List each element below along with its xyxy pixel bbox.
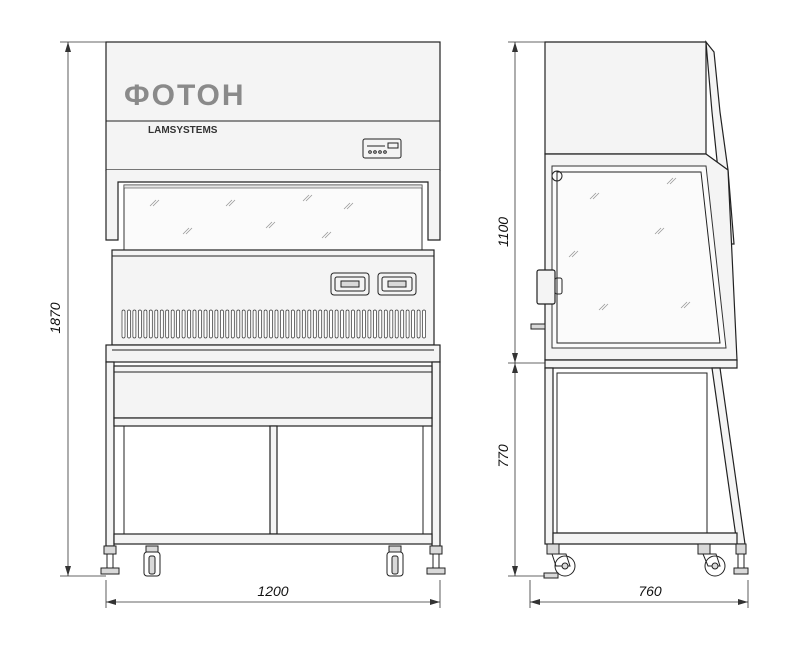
front-handle-right (377, 272, 417, 296)
grille-slot (214, 309, 219, 339)
grille-slot (165, 309, 170, 339)
brand-logo: ФОТОН (124, 79, 246, 112)
front-top-housing (105, 41, 441, 171)
grille-slot (329, 309, 333, 339)
grille-slot (132, 309, 137, 339)
grille-slot (192, 309, 197, 339)
grille-slot (280, 309, 284, 339)
grille-slot (209, 309, 213, 339)
grille-slot (181, 309, 186, 339)
grille-slot (367, 309, 372, 339)
front-casters (100, 545, 446, 577)
ventilation-grille (121, 309, 426, 339)
grille-slot (373, 309, 377, 339)
side-glass-reflections (568, 177, 691, 311)
grille-slot (362, 309, 366, 339)
grille-slot (351, 309, 355, 339)
front-stand-drawer (113, 365, 433, 419)
grille-slot (138, 309, 142, 339)
grille-slot (274, 309, 279, 339)
front-stand (105, 361, 441, 547)
grille-slot (394, 309, 399, 339)
grille-slot (378, 309, 383, 339)
grille-slot (225, 309, 230, 339)
grille-slot (301, 309, 306, 339)
grille-slot (285, 309, 290, 339)
grille-slot (405, 309, 410, 339)
grille-slot (236, 309, 241, 339)
dimension-stand-height: 770 (495, 444, 545, 577)
grille-slot (389, 309, 394, 339)
glass-reflections (149, 194, 354, 239)
grille-slot (170, 309, 175, 339)
side-handle (536, 269, 563, 305)
grille-slot (148, 309, 153, 339)
grille-slot (345, 309, 350, 339)
front-work-surface (105, 344, 441, 363)
side-casters (543, 543, 749, 579)
grille-slot (318, 309, 323, 339)
grille-slot (296, 309, 301, 339)
side-stand (544, 367, 746, 545)
dimension-total-height: 1870 (47, 41, 106, 577)
side-stand-bay (556, 372, 708, 534)
grille-slot (220, 309, 224, 339)
grille-slot (411, 309, 415, 339)
grille-slot (230, 309, 235, 339)
grille-slot (252, 309, 257, 339)
grille-slot (356, 309, 361, 339)
sash-hinge (551, 170, 563, 182)
grille-slot (121, 309, 126, 339)
grille-slot (247, 309, 252, 339)
grille-slot (416, 309, 421, 339)
grille-slot (258, 309, 262, 339)
front-handle-left (330, 272, 370, 296)
dimension-depth: 760 (529, 580, 749, 608)
grille-slot (383, 309, 388, 339)
grille-slot (400, 309, 405, 339)
control-panel (362, 138, 402, 159)
grille-slot (198, 309, 202, 339)
grille-slot (334, 309, 339, 339)
grille-slot (241, 309, 246, 339)
front-chamber-frame (105, 170, 441, 241)
label-cabinet-height: 1100 (495, 217, 511, 247)
label-depth: 760 (638, 583, 662, 599)
grille-slot (127, 309, 131, 339)
grille-slot (340, 309, 344, 339)
grille-slot (312, 309, 317, 339)
grille-slot (291, 309, 295, 339)
front-view: ФОТОН LAMSYSTEMS (100, 41, 446, 577)
grille-slot (143, 309, 148, 339)
grille-slot (176, 309, 180, 339)
grille-slot (422, 309, 426, 339)
front-sash-glass (123, 184, 423, 251)
side-sash-glass (551, 165, 727, 349)
manufacturer-label: LAMSYSTEMS (148, 125, 218, 136)
side-view (530, 40, 749, 579)
grille-slot (269, 309, 273, 339)
label-total-height: 1870 (47, 302, 63, 333)
grille-slot (154, 309, 159, 339)
grille-slot (159, 309, 164, 339)
grille-slot (323, 309, 328, 339)
front-stand-bay-left (123, 425, 271, 535)
grille-slot (263, 309, 268, 339)
grille-slot (307, 309, 312, 339)
label-width: 1200 (257, 583, 288, 599)
dimension-cabinet-height: 1100 (495, 41, 545, 576)
front-stand-bay-right (276, 425, 424, 535)
grille-slot (203, 309, 208, 339)
side-work-surface (544, 359, 738, 369)
grille-slot (187, 309, 191, 339)
side-top-housing (544, 41, 707, 155)
dimension-width: 1200 (105, 580, 441, 608)
label-stand-height: 770 (495, 444, 511, 468)
